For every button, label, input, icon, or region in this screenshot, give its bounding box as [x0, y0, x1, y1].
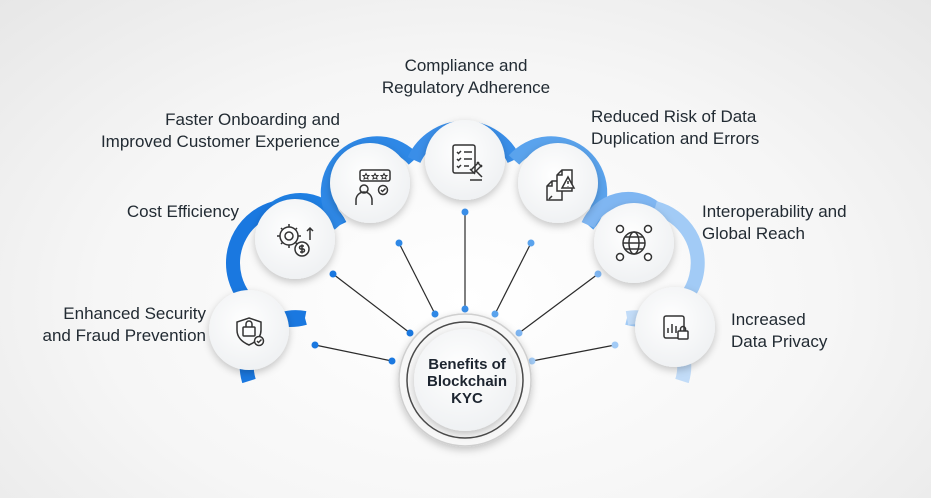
shield-lock-icon [236, 317, 265, 347]
connector-6 [518, 273, 599, 334]
label-interoperability: Interoperability and Global Reach [702, 202, 847, 243]
connector-1 [314, 344, 393, 362]
customer-rating-icon [355, 169, 391, 205]
node-cost [255, 199, 335, 279]
label-onboarding: Faster Onboarding and Improved Customer … [100, 110, 340, 151]
connector-7 [531, 344, 616, 362]
label-security: Enhanced Security and Fraud Prevention [42, 304, 207, 345]
connector-dots [311, 208, 619, 365]
label-duplication: Reduced Risk of Data Duplication and Err… [591, 107, 760, 148]
node-onboarding [330, 143, 410, 223]
node-duplication [518, 143, 598, 223]
center-hub [398, 313, 532, 447]
chart-lock-icon [663, 315, 689, 340]
connector-3 [398, 242, 436, 315]
label-privacy: Increased Data Privacy [731, 310, 828, 351]
connector-2 [332, 273, 411, 334]
label-compliance: Compliance and Regulatory Adherence [381, 56, 551, 97]
checklist-gavel-icon [452, 144, 483, 181]
connector-lines [314, 212, 616, 362]
node-privacy [635, 287, 715, 367]
connector-5 [494, 242, 532, 315]
gear-dollar-icon [277, 224, 314, 257]
duplicate-warning-icon [546, 169, 576, 201]
node-interoperability [594, 203, 674, 283]
center-title: Benefits of Blockchain KYC [426, 356, 508, 407]
label-cost: Cost Efficiency [126, 202, 239, 221]
node-compliance [425, 120, 505, 200]
node-security [209, 290, 289, 370]
globe-network-icon [615, 224, 653, 262]
